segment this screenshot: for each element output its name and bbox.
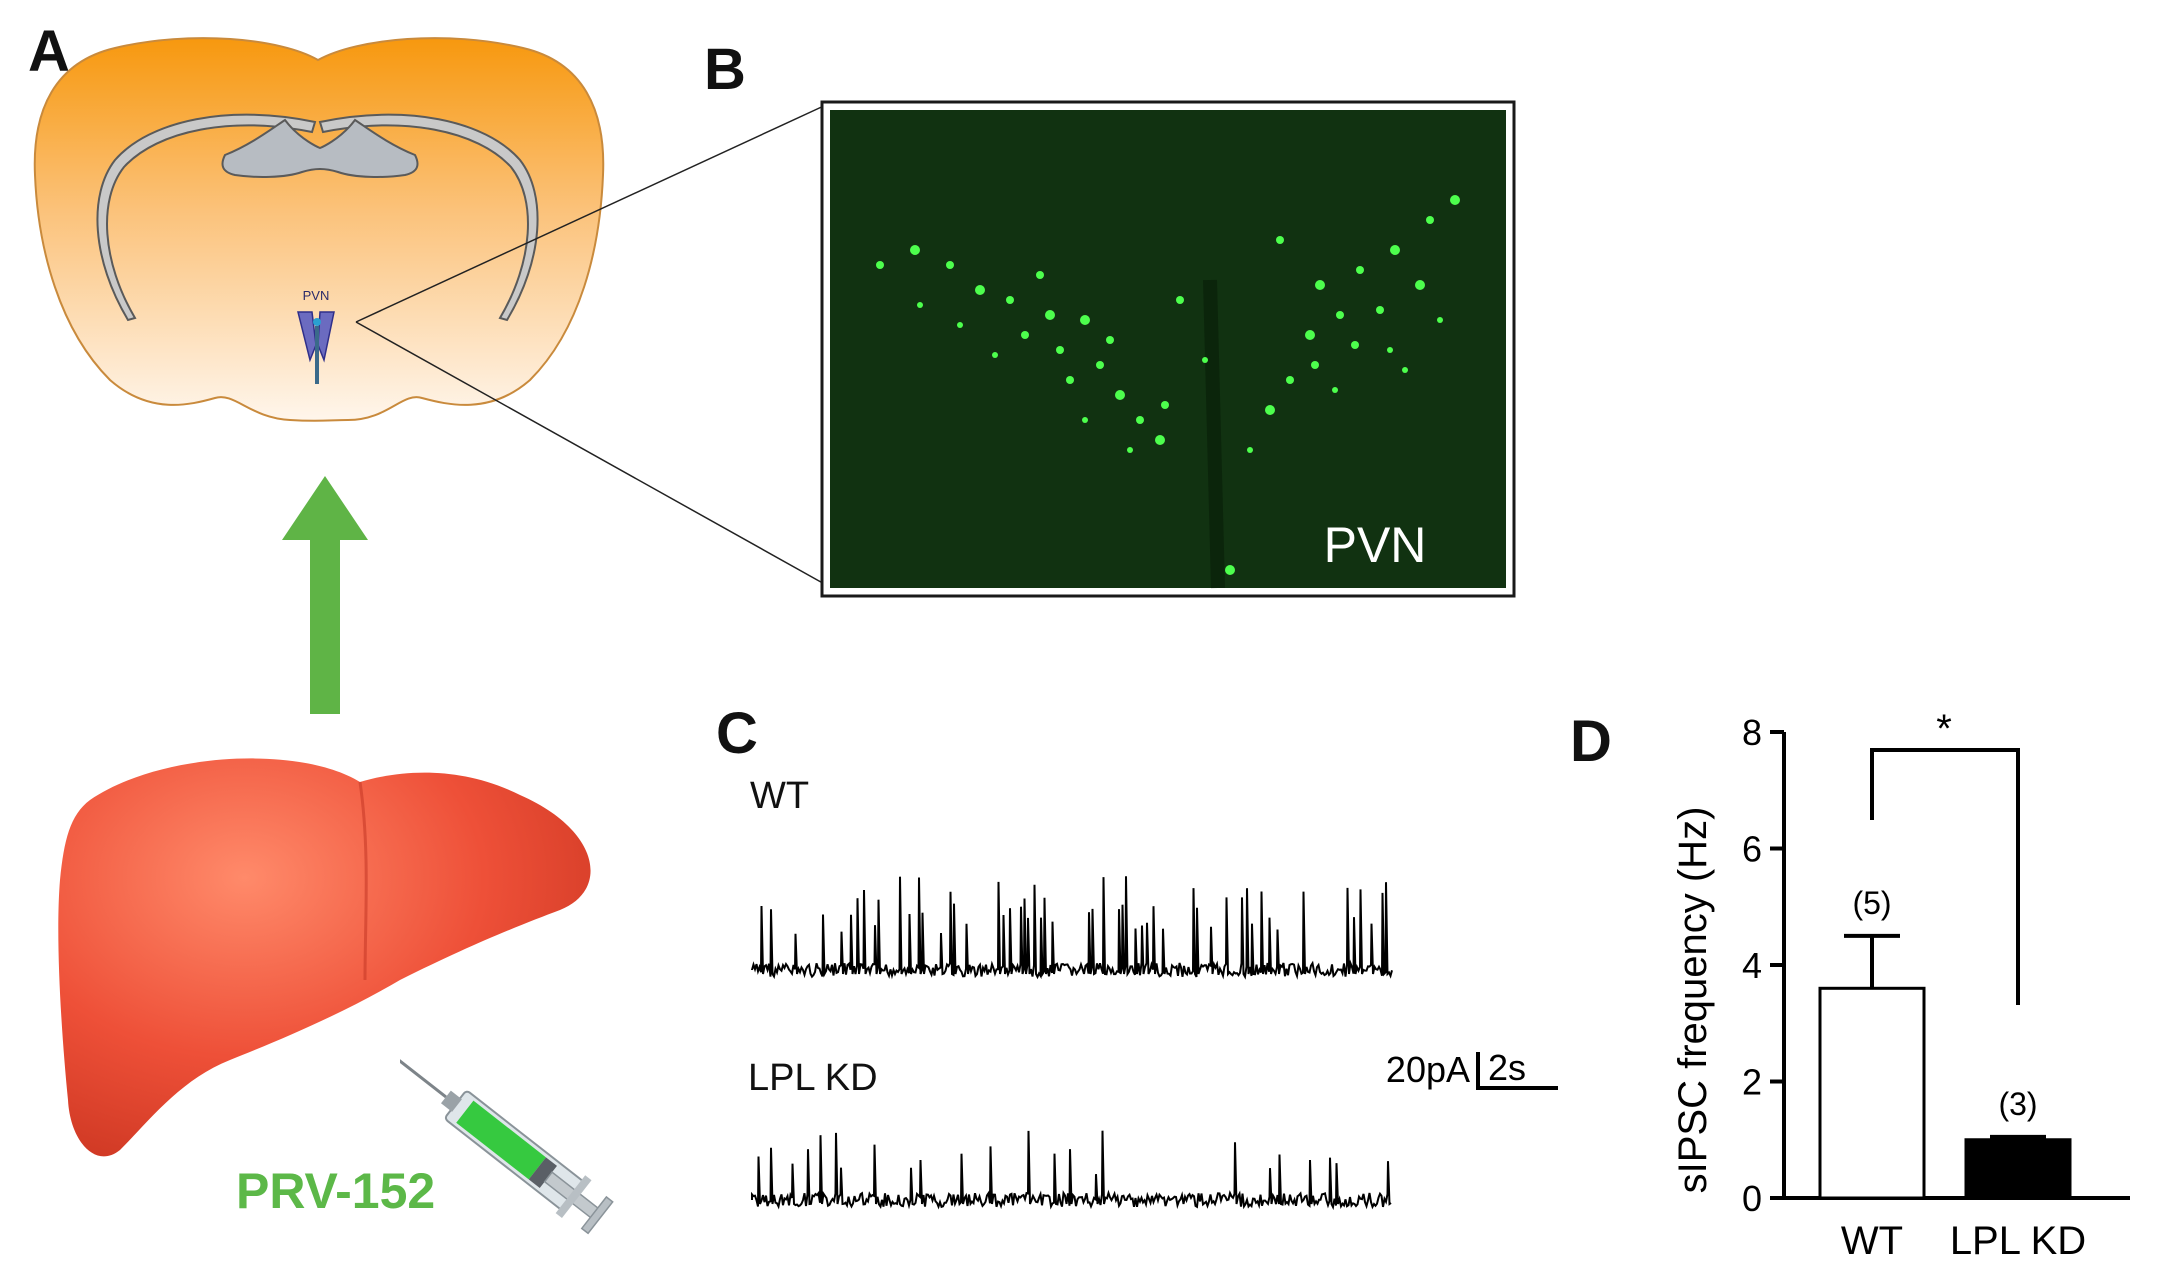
n-label-0: (5): [1852, 885, 1891, 921]
y-axis-label: sIPSC frequency (Hz): [1671, 807, 1715, 1194]
panel-d-letter: D: [1570, 709, 1612, 774]
brain-section-illustration: PVN: [33, 37, 605, 422]
y-tick-label: 8: [1742, 712, 1762, 753]
liver-shape: [58, 758, 591, 1157]
syringe-icon: [400, 1056, 614, 1235]
trace-wt: [751, 876, 1393, 980]
y-axis: 0 2 4 6 8: [1742, 712, 2130, 1219]
pvn-dot: [313, 318, 321, 326]
scale-current-label: 20pA: [1386, 1049, 1470, 1090]
liver-lobe-line: [358, 781, 368, 981]
sipsc-traces: 20pA 2s: [751, 876, 1558, 1211]
trace-wt-label: WT: [750, 775, 810, 817]
third-ventricle: [315, 326, 319, 384]
category-label-0: WT: [1841, 1219, 1903, 1263]
y-tick-label: 2: [1742, 1062, 1762, 1103]
trace-kd-label: LPL KD: [748, 1057, 878, 1099]
liver-illustration: [58, 758, 591, 1157]
bar-chart: 0 2 4 6 8 (5) WT (3) LPL KD sIPSC frequency (Hz…: [1671, 707, 2130, 1263]
bars: (5) WT (3) LPL KD: [1818, 885, 2086, 1263]
scale-time-label: 2s: [1488, 1047, 1526, 1088]
virus-label: PRV-152: [236, 1163, 436, 1219]
scale-bar: 20pA 2s: [1386, 1047, 1558, 1090]
fluorescence-micrograph: PVN: [820, 100, 1516, 598]
labeled-cells: [876, 195, 1460, 575]
trace-kd: [751, 1130, 1392, 1211]
bar-0: [1818, 986, 1926, 1200]
significance-bracket: *: [1870, 707, 2020, 1005]
n-label-1: (3): [1998, 1086, 2037, 1122]
panel-c-letter: C: [716, 701, 758, 766]
pvn-image-label: PVN: [1324, 517, 1427, 573]
up-arrow-icon: [282, 476, 368, 714]
category-label-1: LPL KD: [1950, 1219, 2086, 1263]
significance-star: *: [1936, 707, 1952, 751]
zoom-lines: [355, 103, 829, 587]
panel-a-letter: A: [28, 19, 70, 84]
y-tick-label: 4: [1742, 945, 1762, 986]
corpus-callosum-right: [318, 113, 539, 322]
pvn-small-label: PVN: [303, 288, 330, 303]
y-tick-label: 6: [1742, 829, 1762, 870]
y-tick-label: 0: [1742, 1178, 1762, 1219]
corpus-callosum-left: [96, 113, 317, 322]
bar-1: [1964, 1138, 2072, 1200]
panel-b-letter: B: [704, 37, 746, 102]
lateral-ventricles: [221, 118, 419, 178]
